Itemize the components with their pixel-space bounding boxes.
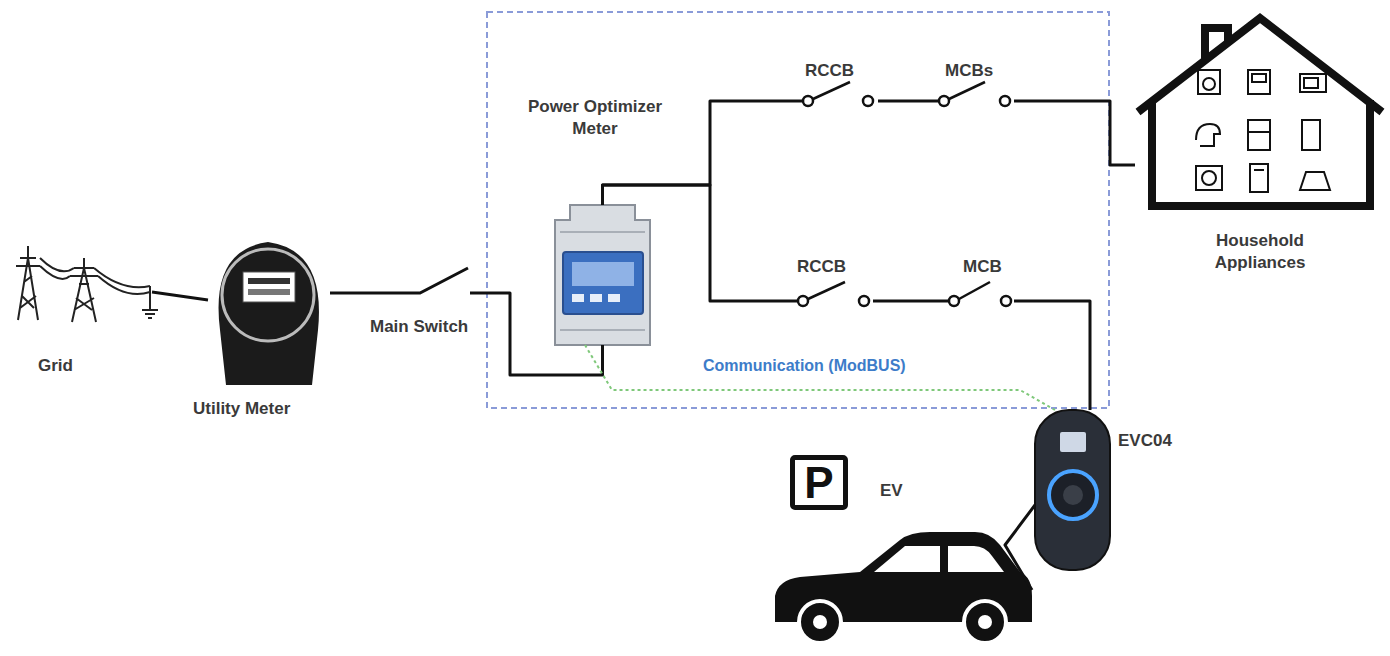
component-label: Utility Meter <box>193 398 290 420</box>
vehicle-node: EV <box>770 528 1032 650</box>
house-icon <box>1138 18 1382 206</box>
parking-sign: P <box>790 455 848 510</box>
component-label: MCB <box>963 256 1002 278</box>
power-wire <box>152 292 208 300</box>
breaker-node: RCCB <box>802 92 878 110</box>
power-wire <box>1005 505 1035 590</box>
breaker-node: MCB <box>948 292 1014 310</box>
component-label: RCCB <box>797 256 846 278</box>
utility-meter-icon <box>219 242 319 385</box>
switch-symbol <box>358 268 485 293</box>
power-wire <box>603 185 798 301</box>
breaker-node: MCBs <box>938 92 1014 110</box>
pylon-icon <box>16 246 158 322</box>
component-label: EVC04 <box>1118 430 1172 452</box>
component-label: Household Appliances <box>1190 230 1330 274</box>
component-label: EV <box>880 480 903 502</box>
panel-boundary <box>487 12 1109 408</box>
optimizer-meter-icon <box>555 205 650 345</box>
optimizer-node: Power Optimizer Meter <box>555 205 650 345</box>
component-label: Power Optimizer Meter <box>510 96 680 140</box>
sign-letter: P <box>804 461 833 505</box>
power-wire <box>873 300 948 303</box>
house-node: Household Appliances <box>1135 15 1385 210</box>
switch-node: Main Switch <box>358 280 485 305</box>
component-label: MCBs <box>945 60 993 82</box>
power-wire <box>878 100 938 103</box>
grid-node: Grid <box>10 245 152 325</box>
power-wire <box>603 101 803 205</box>
component-label: RCCB <box>805 60 854 82</box>
charger-icon <box>1035 410 1110 570</box>
component-label: Grid <box>38 355 73 377</box>
charger-node: EVC04 <box>1035 410 1110 570</box>
breaker-node: RCCB <box>797 292 873 310</box>
data-link <box>585 345 1055 410</box>
power-wire <box>485 293 603 375</box>
power-wire <box>1014 101 1135 165</box>
breaker-symbol <box>798 82 1011 306</box>
power-wire <box>1014 301 1090 410</box>
link-label: Communication (ModBUS) <box>700 357 909 375</box>
meter-node: Utility Meter <box>208 240 330 388</box>
component-label: Main Switch <box>370 316 468 338</box>
car-icon <box>775 532 1032 643</box>
power-wire <box>330 292 358 295</box>
